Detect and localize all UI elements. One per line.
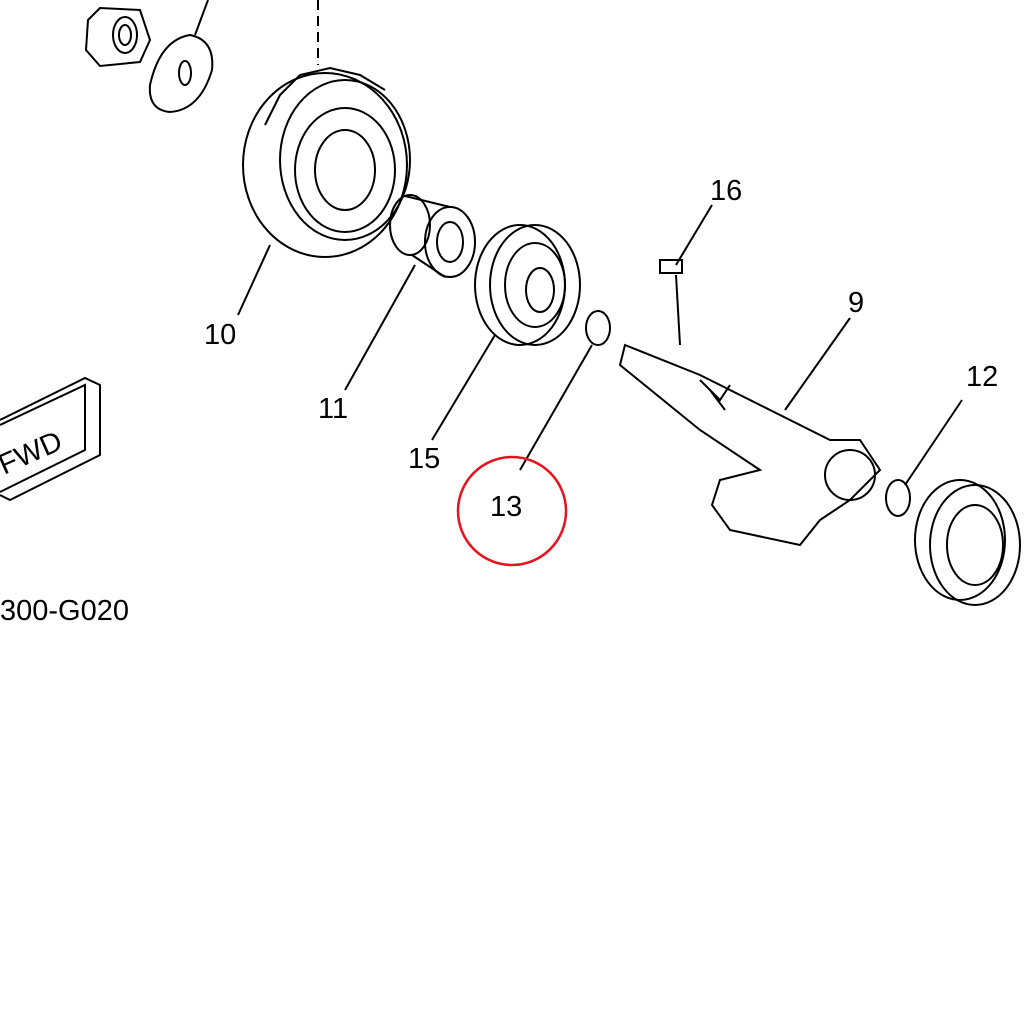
bearing-right — [914, 479, 1021, 606]
label-12: 12 — [966, 361, 998, 393]
oring-13 — [585, 310, 611, 346]
nut — [84, 6, 152, 68]
fwd-sign: FWD — [0, 376, 101, 502]
leader-lines — [237, 204, 963, 486]
bearing-15 — [474, 224, 581, 346]
highlight-circle — [456, 455, 568, 567]
gear-10 — [242, 66, 411, 258]
label-13: 13 — [490, 491, 522, 523]
key-16 — [659, 259, 683, 274]
oring-12 — [885, 479, 911, 517]
figure-code: 300-G020 — [0, 595, 129, 627]
part-labels: 16 9 12 10 11 15 13 — [204, 175, 998, 523]
label-9: 9 — [848, 287, 864, 319]
label-15: 15 — [408, 443, 440, 475]
lock-washer — [148, 0, 214, 114]
label-16: 16 — [710, 175, 742, 207]
label-10: 10 — [204, 319, 236, 351]
collar-11 — [389, 194, 476, 278]
svg-text:FWD: FWD — [0, 425, 67, 481]
shaft-9 — [618, 343, 882, 547]
label-11: 11 — [318, 393, 348, 425]
